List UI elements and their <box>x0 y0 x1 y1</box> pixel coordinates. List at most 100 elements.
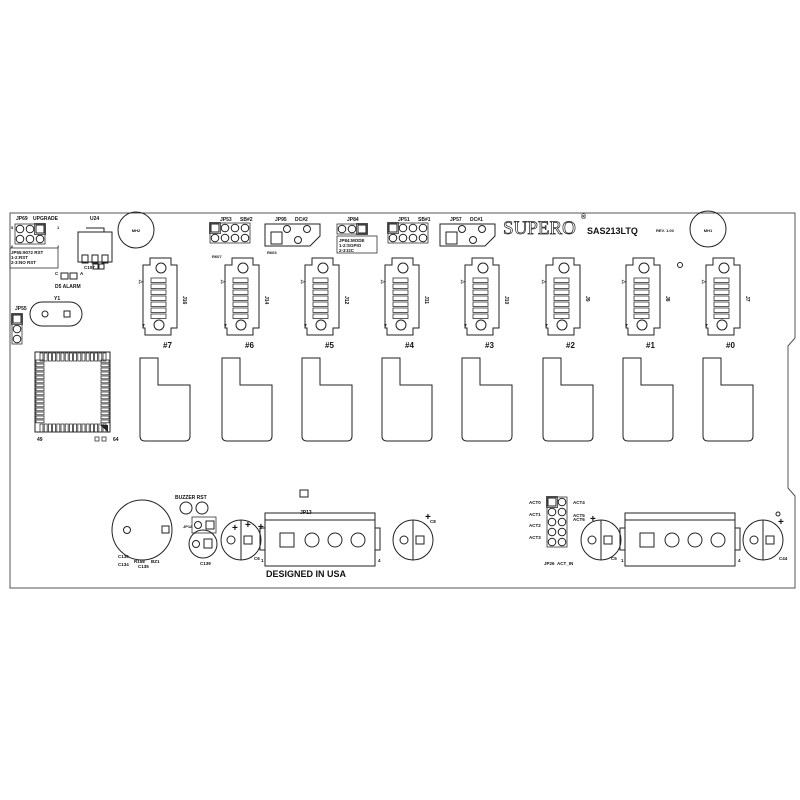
contact-pin <box>472 307 489 313</box>
jp57-label: JP57 <box>450 217 462 223</box>
chip-pin-right <box>100 371 110 376</box>
upgrade-label: UPGRADE <box>33 216 59 222</box>
header-outline <box>546 496 568 548</box>
pin <box>35 234 45 244</box>
mounting-hole-mh2 <box>117 211 155 249</box>
y1-label: Y1 <box>54 296 60 302</box>
pin <box>230 223 240 233</box>
contact-pin <box>150 295 167 301</box>
jp55-note-box <box>9 247 59 269</box>
smd-pad <box>94 436 100 442</box>
pin <box>557 537 567 547</box>
contact-pin <box>312 289 329 295</box>
contact-pin <box>312 301 329 307</box>
connector-label: J9 <box>584 296 590 302</box>
u24-label: U24 <box>90 216 99 222</box>
buzzer-rst-pad <box>195 501 209 515</box>
pin7-number: 7 <box>464 324 467 330</box>
sata-connector-j7 <box>705 257 741 336</box>
polarity-plus-icon: + <box>590 514 596 525</box>
chip-pin-64: 64 <box>113 437 119 443</box>
polarity-plus-icon: + <box>425 512 431 523</box>
pin <box>469 236 477 244</box>
pin7-number: 7 <box>142 324 145 330</box>
mount-hole <box>477 262 489 274</box>
pin <box>557 527 567 537</box>
polarity-plus-icon: + <box>778 517 784 528</box>
mount-hole <box>718 262 730 274</box>
d5-alarm-label: D5 ALARM <box>55 284 81 290</box>
chip-pin-bottom <box>64 423 69 433</box>
mount-hole <box>237 262 249 274</box>
jp53-function-label: SB#2 <box>240 217 253 223</box>
pin-square <box>445 231 458 245</box>
pin <box>210 233 220 243</box>
header-outline <box>336 223 368 235</box>
chip-pin-right <box>100 363 110 368</box>
chip-pin-bottom <box>60 423 65 433</box>
chip-pin-bottom <box>69 423 73 433</box>
chip-pin-left <box>35 407 45 412</box>
mount-hole <box>235 319 247 331</box>
sata-connector-j9 <box>545 257 581 336</box>
pin <box>294 236 302 244</box>
connector-latch <box>619 527 626 551</box>
crystal-pin <box>41 310 49 318</box>
chip-pin-right <box>100 415 110 420</box>
contact-pin <box>633 277 650 283</box>
chip-pin-top <box>73 352 77 362</box>
drive-bay-tab <box>622 357 674 442</box>
power-pin <box>350 532 366 548</box>
pin-square <box>205 520 215 530</box>
polarity-plus-icon: + <box>232 523 238 534</box>
chip-pin-left <box>35 375 45 380</box>
pin1-label: 1 <box>621 558 624 563</box>
jp26-header <box>546 496 568 548</box>
r158-label: R158 <box>134 559 145 564</box>
chip-pin-bottom <box>94 423 98 433</box>
chip-pin-top <box>85 352 90 362</box>
pin1-marker <box>356 223 368 235</box>
act2-label: ACT2 <box>529 523 541 528</box>
contact-pin <box>472 295 489 301</box>
pin1-marker <box>100 425 108 432</box>
pin <box>337 224 347 234</box>
chip-pin-bottom <box>39 423 44 433</box>
pin-square <box>547 497 557 507</box>
chip-pin-right <box>100 419 110 424</box>
c136-label: C136 <box>118 554 129 559</box>
via <box>677 262 683 268</box>
chip-pin-bottom <box>48 423 52 433</box>
drive-bay-tab <box>301 357 353 442</box>
pin1-triangle: ▷ <box>621 279 627 285</box>
c6-label: C6 <box>254 556 260 561</box>
contact-pin <box>150 289 167 295</box>
contact-pin <box>633 307 650 313</box>
jp69-label: JP69 <box>16 216 28 222</box>
pin7-number: 7 <box>224 324 227 330</box>
act1-label: ACT1 <box>529 512 541 517</box>
drive-bay-tab <box>139 357 191 442</box>
contact-pin <box>553 313 570 319</box>
contact-pin <box>232 307 249 313</box>
jp51-header <box>387 222 429 244</box>
power-pin <box>327 532 343 548</box>
pin-label: 6 <box>11 244 14 249</box>
pin <box>194 521 202 529</box>
chip-pin-bottom <box>56 423 61 433</box>
pin <box>15 224 25 234</box>
u24-pad <box>101 254 109 264</box>
contact-pin <box>392 301 409 307</box>
jp57-function-label: DC#1 <box>470 217 483 223</box>
plcc-chip <box>34 351 111 433</box>
smd-pad <box>299 489 309 498</box>
c44-label: C44 <box>779 556 788 561</box>
connector-latch <box>734 527 741 551</box>
pin <box>230 233 240 243</box>
buzzer-rst-pad <box>179 501 193 515</box>
pin <box>347 224 357 234</box>
pin1-label: 1 <box>261 558 264 563</box>
